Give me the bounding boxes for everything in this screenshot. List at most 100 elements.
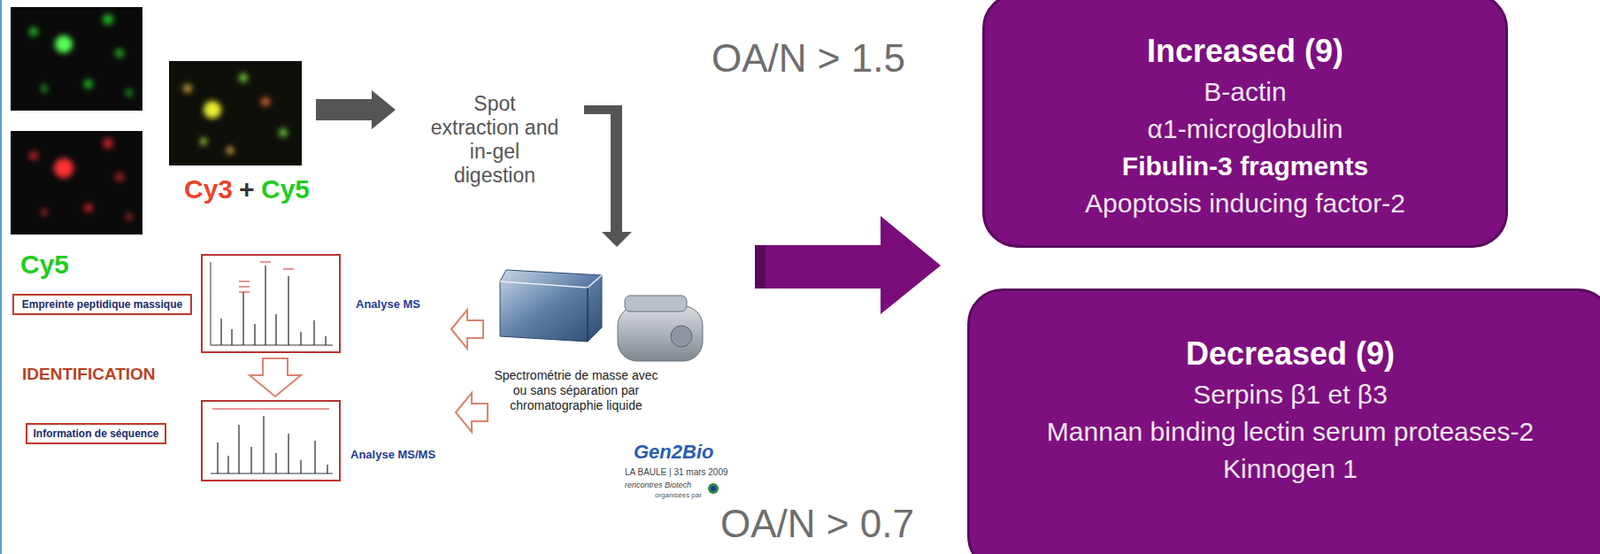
box-text: Empreinte peptidique massique — [22, 297, 183, 312]
step-label: IDENTIFICATION — [22, 364, 156, 385]
spectrum-ms — [238, 281, 250, 283]
logo-text: Gen2Bio — [633, 440, 714, 463]
analysis-label: Analyse MS — [355, 297, 421, 311]
spectrum-msms — [238, 424, 239, 474]
analysis-label: Analyse MS/MS — [350, 447, 436, 462]
result-arrow — [754, 215, 941, 315]
gel-merged-image — [226, 146, 234, 154]
lc-instrument — [624, 295, 687, 312]
spectrum-ms — [300, 331, 301, 346]
channel-label: Cy5 — [20, 248, 70, 280]
channel-label: Cy5 — [261, 173, 310, 205]
lc-instrument — [617, 295, 703, 362]
threshold-label: OA/N > 1.5 — [711, 35, 906, 81]
threshold-label: OA/N > 0.7 — [720, 500, 915, 547]
spectrum-msms — [275, 453, 277, 474]
spectrum-msms — [201, 400, 340, 481]
mass-spectrometer — [586, 287, 589, 342]
spectrum-ms — [287, 276, 289, 346]
spectrum-ms — [201, 254, 340, 353]
label-box: Empreinte peptidique massique — [12, 293, 193, 316]
spectrum-ms — [313, 320, 315, 346]
spectrum-msms — [262, 415, 264, 474]
mass-spectrometer — [587, 275, 602, 288]
box-text: Serpins β1 et β3 — [1192, 376, 1388, 414]
gel-merged-image — [261, 97, 270, 107]
gel-merged-image — [278, 128, 288, 138]
gel-green-image — [40, 84, 48, 93]
mass-spectrometer — [500, 269, 602, 342]
result-arrow-band — [754, 245, 766, 289]
gel-red-image — [102, 138, 114, 149]
gel-green-image — [29, 27, 39, 37]
channel-label: Cy3 — [184, 173, 233, 205]
spectrum-msms — [314, 440, 316, 474]
spectrum-ms — [264, 265, 266, 346]
spectrum-msms — [227, 455, 229, 474]
gel-red-image — [84, 203, 93, 213]
gel-merged-image — [238, 73, 248, 83]
spectrum-msms — [250, 446, 252, 474]
gel-merged-image — [169, 61, 302, 166]
box-text: Apoptosis inducing factor-2 — [1084, 184, 1406, 223]
hollow-arrow — [451, 309, 484, 349]
event-note: LA BAULE | 31 mars 2009 — [624, 467, 729, 478]
gel-merged-image — [203, 100, 222, 119]
box-heading: Decreased (9) — [1185, 335, 1395, 373]
gel-green-image — [29, 14, 133, 97]
spectrum-ms — [221, 265, 326, 346]
mass-spectrometer — [500, 281, 588, 288]
gray-arrow — [315, 90, 396, 130]
spectrum-msms — [201, 400, 340, 481]
event-note: organisées par — [654, 491, 702, 500]
step-label: Spot extraction and in-gel digestion — [428, 92, 562, 188]
box-text: Kinnogen 1 — [1223, 450, 1358, 488]
gel-merged-image — [169, 61, 302, 166]
spectrum-ms — [201, 254, 340, 353]
gel-red-image — [29, 151, 39, 161]
box-text: B-actin — [1203, 73, 1286, 111]
gel-red-image — [29, 138, 133, 221]
gel-merged-image — [200, 138, 208, 146]
gel-red-image — [10, 130, 143, 235]
bent-arrow — [584, 105, 632, 247]
spectrum-ms — [242, 292, 244, 346]
gel-red-image — [115, 172, 124, 182]
spectrum-ms — [238, 286, 250, 288]
hollow-arrow — [455, 392, 488, 432]
lc-instrument — [670, 325, 693, 347]
spectrum-msms — [326, 464, 328, 474]
box-text: α1-microglobulin — [1147, 110, 1344, 148]
gel-red-image — [125, 213, 133, 221]
logo-mark — [707, 483, 719, 494]
spectrum-ms — [253, 323, 255, 346]
spectrum-msms — [210, 473, 333, 475]
spectrum-ms — [220, 318, 222, 346]
edge-strip — [0, 0, 2, 554]
gel-green-image — [115, 48, 124, 58]
spectrum-msms — [217, 415, 328, 474]
result-box: Decreased (9)Serpins β1 et β3Mannan bind… — [967, 288, 1600, 554]
box-text: Information de séquence — [32, 426, 159, 441]
logo-mark — [710, 485, 716, 492]
spectrum-ms — [324, 336, 326, 346]
spectrum-ms — [260, 261, 271, 263]
gel-red-image — [10, 130, 143, 235]
logo-mark — [707, 483, 719, 494]
gel-green-image — [125, 89, 133, 97]
gel-red-image — [40, 208, 48, 216]
spectrum-ms — [238, 292, 250, 293]
gel-red-image — [53, 158, 74, 178]
gel-merged-image — [183, 73, 288, 154]
gel-green-image — [10, 7, 143, 111]
spectrum-msms — [300, 460, 301, 474]
gel-green-image — [84, 79, 93, 89]
spectrum-msms — [287, 433, 289, 474]
result-box: Increased (9)B-actinα1-microglobulinFibu… — [982, 0, 1508, 248]
box-text: Fibulin-3 fragments — [1122, 147, 1369, 185]
spectrum-ms — [230, 329, 232, 346]
gel-merged-image — [183, 84, 193, 93]
gel-green-image — [10, 7, 143, 111]
spectrum-ms — [283, 269, 294, 270]
spectrum-msms — [212, 408, 330, 410]
